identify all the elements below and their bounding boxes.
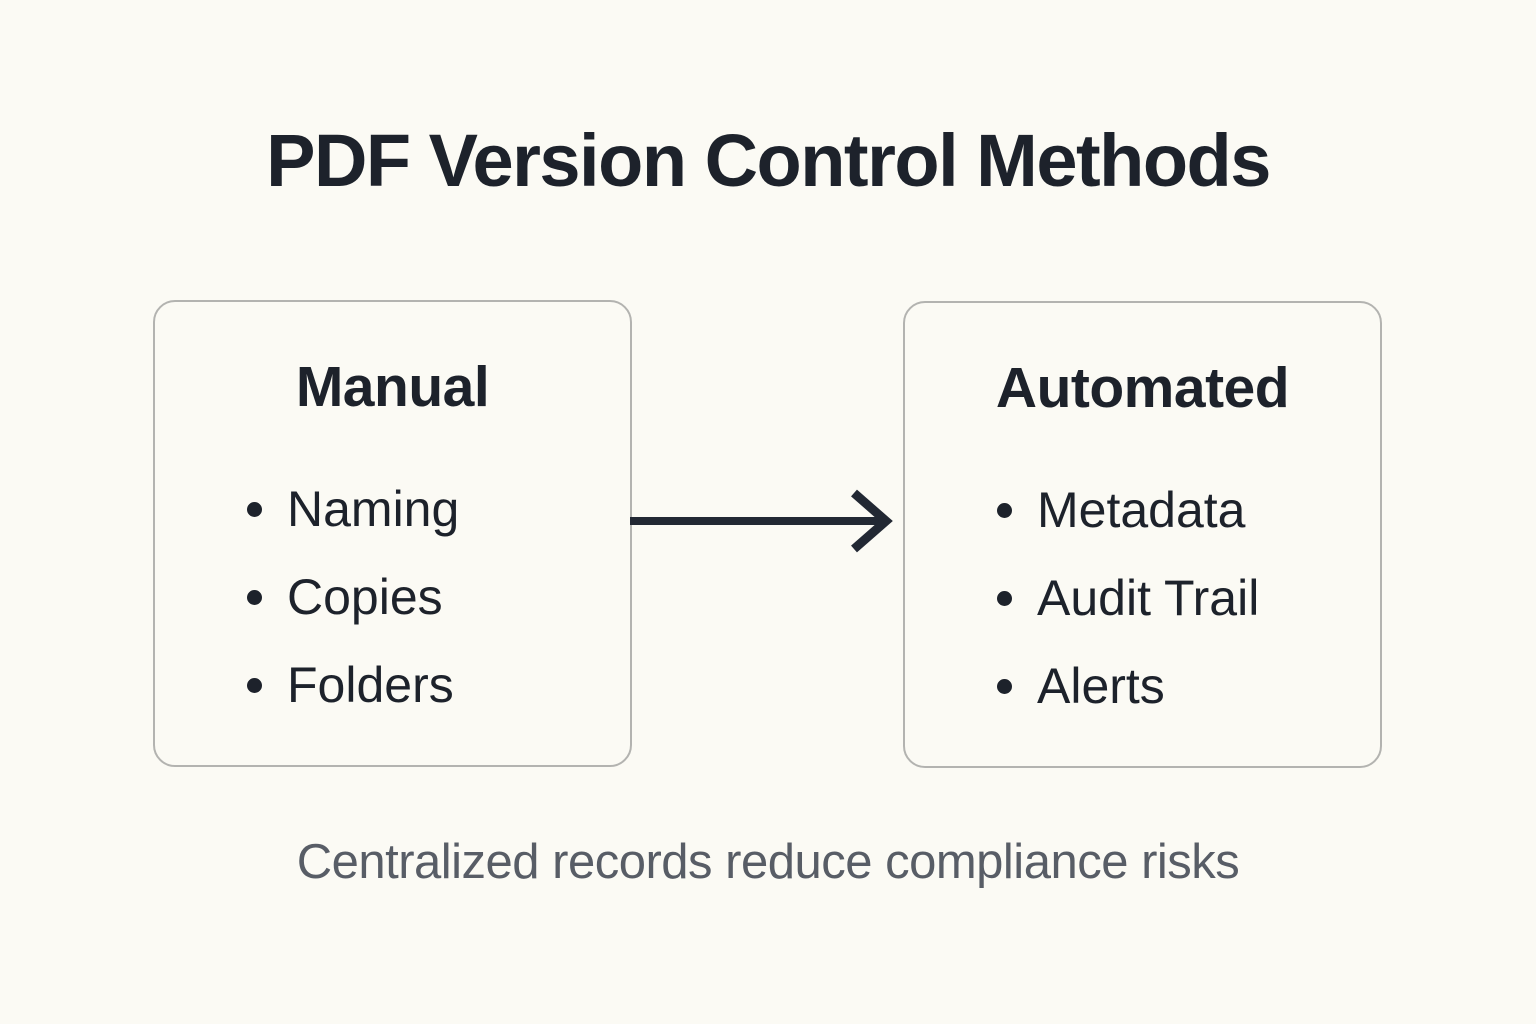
manual-box-title: Manual (295, 355, 490, 419)
list-item-label: Metadata (1037, 482, 1246, 538)
list-item: Audit Trail (997, 571, 1380, 625)
bullet-dot-icon (247, 589, 262, 605)
list-item-label: Folders (287, 657, 454, 713)
page-title: PDF Version Control Methods (266, 119, 1271, 202)
list-item-label: Copies (287, 569, 443, 625)
list-item-label: Audit Trail (1037, 570, 1260, 626)
manual-bullet-list: Naming Copies Folders (155, 482, 630, 712)
list-item: Folders (247, 658, 630, 712)
bullet-dot-icon (997, 502, 1012, 518)
caption-text: Centralized records reduce compliance ri… (296, 835, 1240, 889)
list-item: Copies (247, 570, 630, 624)
list-item-label: Naming (287, 481, 460, 537)
bullet-dot-icon (247, 677, 262, 693)
list-item: Metadata (997, 483, 1380, 537)
automated-bullet-list: Metadata Audit Trail Alerts (905, 483, 1380, 713)
automated-box-title: Automated (995, 356, 1290, 420)
list-item: Naming (247, 482, 630, 536)
bullet-dot-icon (997, 590, 1012, 606)
arrow-right-icon (628, 484, 894, 558)
bullet-dot-icon (997, 678, 1012, 694)
automated-methods-box: Automated Metadata Audit Trail Alerts (903, 301, 1382, 768)
manual-methods-box: Manual Naming Copies Folders (153, 300, 632, 767)
list-item-label: Alerts (1037, 658, 1165, 714)
bullet-dot-icon (247, 501, 262, 517)
list-item: Alerts (997, 659, 1380, 713)
